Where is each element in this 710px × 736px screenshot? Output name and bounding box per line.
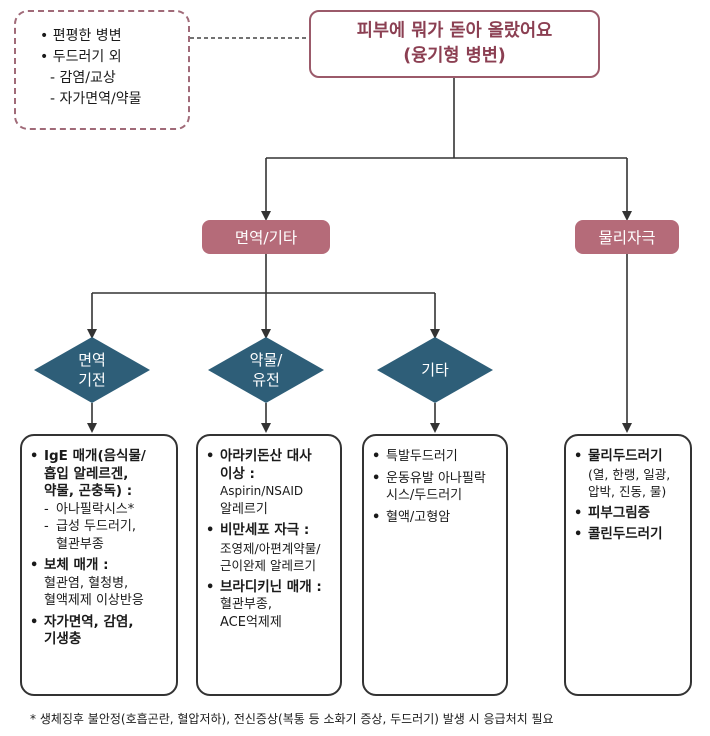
item-text: 시스/두드러기 xyxy=(386,488,463,503)
item-text: 운동유발 아나필락 xyxy=(386,470,486,486)
item-text: 혈관염, 혈청병, xyxy=(44,575,129,591)
item-text: 약물, 곤충독) : xyxy=(44,483,133,499)
diamond-immune-mech-label: 면역 기전 xyxy=(42,350,142,390)
item-text: 물리두드러기 xyxy=(588,448,663,464)
box-subitem: - 급성 두드러기, 혈관부종 xyxy=(44,519,137,552)
diamond-label-line: 면역 xyxy=(78,351,106,369)
item-text: 특발두드러기 xyxy=(386,449,458,464)
note-dash: - xyxy=(50,91,56,107)
item-text: ACE억제제 xyxy=(220,614,282,630)
item-text: 보체 매개 : xyxy=(44,557,109,573)
box-item: •물리두드러기 xyxy=(574,448,663,464)
note-subitem: - 감염/교상 xyxy=(40,68,178,89)
item-text: 알레르기 xyxy=(220,501,268,517)
box-immune-mechanism: • IgE 매개(음식물/ 흡입 알레르겐, 약물, 곤충독) : -아나필락시… xyxy=(20,434,178,696)
box-item: • 자가면역, 감염, 기생충 xyxy=(30,613,134,648)
note-text: 자가면역/약물 xyxy=(59,91,142,107)
item-text: 흡입 알레르겐, xyxy=(44,465,129,482)
item-text: 아나필락시스* xyxy=(56,501,135,517)
item-text: 비만세포 자극 : xyxy=(220,522,310,538)
item-text: 브라디키닌 매개 : xyxy=(220,578,322,595)
item-text: 아라키돈산 대사 xyxy=(220,448,312,464)
item-text: 콜린두드러기 xyxy=(588,526,663,542)
item-text: 급성 두드러기, xyxy=(56,519,137,534)
note-item: • 편평한 병변 xyxy=(40,26,178,47)
note-subitem: - 자가면역/약물 xyxy=(40,89,178,110)
box-item: • 운동유발 아나필락 시스/두드러기 xyxy=(372,470,486,504)
item-text: 근이완제 알레르기 xyxy=(220,558,316,573)
diamond-label-line: 기타 xyxy=(421,361,449,379)
note-bullet: • xyxy=(40,28,49,44)
box-item: •특발두드러기 xyxy=(372,449,458,464)
box-item: •혈액/고형암 xyxy=(372,509,451,525)
diamond-drug-genetic-label: 약물/ 유전 xyxy=(216,350,316,390)
item-text: 조영제/아편계약물/ xyxy=(220,540,321,556)
box-item: •보체 매개 : xyxy=(30,557,109,573)
item-text: IgE 매개(음식물/ xyxy=(44,448,146,464)
note-text: 감염/교상 xyxy=(59,70,116,86)
note-dash: - xyxy=(50,70,56,86)
item-text: (열, 한랭, 일광, xyxy=(588,466,671,482)
item-text: 혈관부종 xyxy=(56,536,104,552)
diamond-label-line: 유전 xyxy=(252,371,280,389)
box-subitem: -아나필락시스* xyxy=(44,501,135,517)
footnote: * 생체징후 불안정(호흡곤란, 혈압저하), 전신증상(복통 등 소화기 증상… xyxy=(30,712,554,726)
item-text: 혈액제제 이상반응 xyxy=(44,593,144,608)
diamond-drug-genetic xyxy=(208,337,324,403)
box-drug-genetic: • 아라키돈산 대사 이상 : Aspirin/NSAID 알레르기 •비만세포… xyxy=(196,434,342,696)
item-text: 혈관부종, xyxy=(220,597,272,612)
note-text: 편평한 병변 xyxy=(52,28,122,44)
note-bullet: • xyxy=(40,49,49,65)
exclusion-note: • 편평한 병변 • 두드러기 외 - 감염/교상 - 자가면역/약물 xyxy=(14,10,190,130)
item-text: 기생충 xyxy=(44,631,82,647)
item-text: Aspirin/NSAID xyxy=(220,484,304,498)
box-item: •비만세포 자극 : xyxy=(206,522,310,538)
item-text: 자가면역, 감염, xyxy=(44,613,134,630)
diamond-immune-mech xyxy=(34,337,150,403)
item-text: 압박, 진동, 물) xyxy=(588,484,667,499)
box-physical: •물리두드러기 (열, 한랭, 일광, 압박, 진동, 물) •피부그림증 •콜… xyxy=(564,434,692,696)
box-item: • IgE 매개(음식물/ 흡입 알레르겐, 약물, 곤충독) : xyxy=(30,448,146,499)
diamond-label-line: 약물/ xyxy=(249,351,283,369)
box-item: •브라디키닌 매개 : xyxy=(206,578,322,595)
item-text: 이상 : xyxy=(220,465,255,482)
note-item: • 두드러기 외 xyxy=(40,47,178,68)
title-line-1: 피부에 뭐가 돋아 올랐어요 xyxy=(356,21,553,41)
note-text: 두드러기 외 xyxy=(52,49,122,65)
box-other: •특발두드러기 • 운동유발 아나필락 시스/두드러기 •혈액/고형암 xyxy=(362,434,508,696)
category-physical-stimulus: 물리자극 xyxy=(575,220,679,254)
title-line-2: (융기형 병변) xyxy=(403,46,506,66)
box-item: • 아라키돈산 대사 이상 : Aspirin/NSAID 알레르기 xyxy=(206,448,334,518)
category-immune-other: 면역/기타 xyxy=(202,220,330,254)
item-text: 피부그림증 xyxy=(588,504,651,521)
diamond-other-label: 기타 xyxy=(385,360,485,380)
diamond-label-line: 기전 xyxy=(78,371,106,389)
diagram-title-box: 피부에 뭐가 돋아 올랐어요 (융기형 병변) xyxy=(309,10,600,78)
box-item: •피부그림증 xyxy=(574,504,651,521)
box-item: •콜린두드러기 xyxy=(574,526,663,542)
diamond-other xyxy=(377,337,493,403)
item-text: 혈액/고형암 xyxy=(386,509,451,525)
